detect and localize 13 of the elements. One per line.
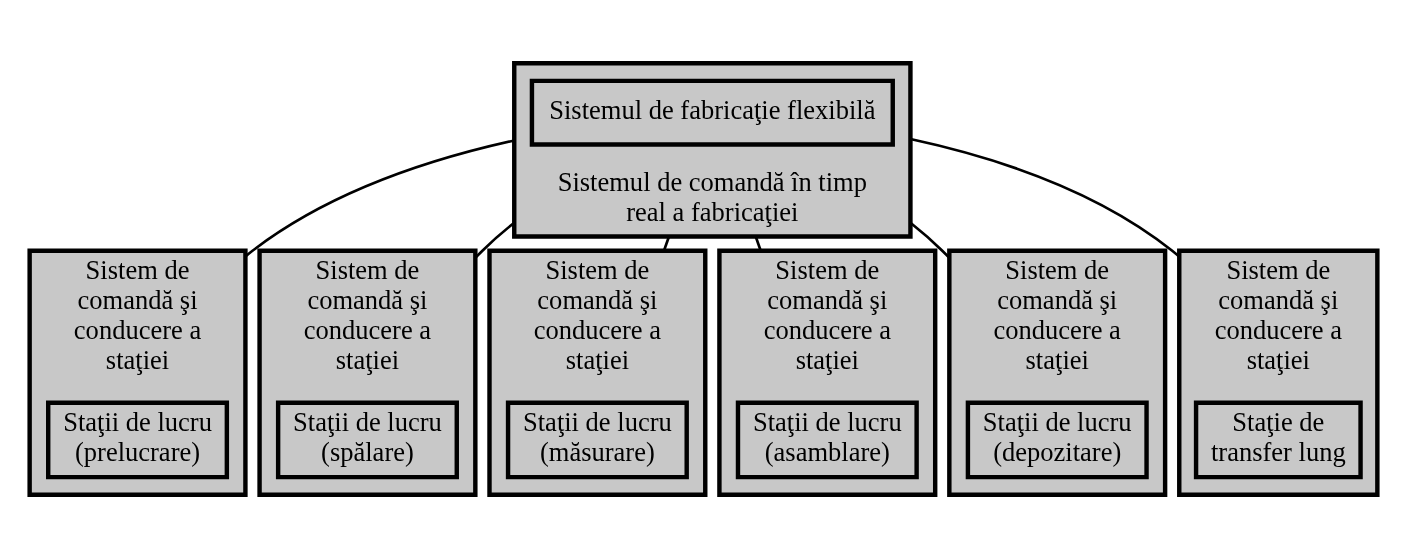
node-box: Staţii de lucru (măsurare) [505,400,689,480]
node-box: Sistemul de fabricaţie flexibilă [529,78,895,147]
connector [754,236,762,252]
connector [662,236,671,252]
node-box: Staţii de lucru (spălare) [275,400,459,480]
connector [910,137,1181,258]
node-box: Staţii de lucru (prelucrare) [46,400,230,480]
node-box: Staţii de lucru (depozitare) [965,400,1149,480]
connector [474,221,516,259]
connector [244,139,515,258]
node-box: Staţii de lucru (asamblare) [735,400,919,480]
node-box: Staţie de transfer lung [1193,400,1363,480]
connector [909,221,951,259]
